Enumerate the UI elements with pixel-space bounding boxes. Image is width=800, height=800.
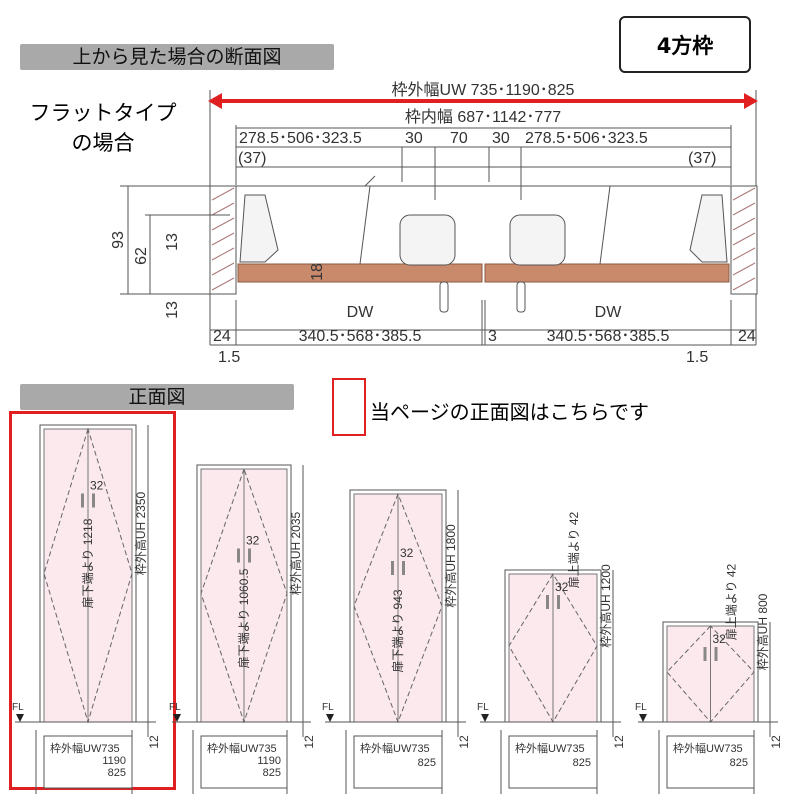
dim-12: 12	[612, 735, 626, 749]
handle-offset: 32	[246, 534, 260, 548]
width-value: 1190	[257, 755, 281, 767]
width-label: 枠外幅UW735	[673, 741, 743, 755]
handle-height: 扉下端より 943	[391, 589, 405, 672]
dim-1-5-left: 1.5	[218, 349, 240, 366]
paren-37-left: (37)	[238, 150, 266, 167]
width-value: 825	[730, 757, 748, 769]
floor-level-label: FL	[12, 702, 24, 713]
dim-12: 12	[457, 735, 471, 749]
handle-height: 扉上端より 42	[725, 563, 739, 640]
width-value: 825	[418, 757, 436, 769]
handle-icon	[402, 561, 405, 575]
inner-width-label: 枠内幅 687･1142･777	[405, 108, 561, 126]
width-label: 枠外幅UW735	[50, 741, 120, 755]
dim-12: 12	[769, 735, 783, 749]
width-label: 枠外幅UW735	[515, 741, 585, 755]
width-label-box	[43, 735, 133, 789]
dim-30a: 30	[405, 130, 423, 147]
section-header: 上から見た場合の断面図	[20, 44, 334, 70]
handle-icon	[391, 561, 394, 575]
handle-icon	[557, 595, 560, 609]
dim-24-right: 24	[738, 328, 756, 345]
dim-12: 12	[147, 735, 161, 749]
width-label-box	[353, 735, 443, 789]
dim-30b: 30	[492, 130, 510, 147]
handle-icon	[546, 595, 549, 609]
height-13a: 13	[164, 233, 181, 251]
width-label: 枠外幅UW735	[207, 741, 277, 755]
handle-offset: 32	[90, 479, 104, 493]
handle-offset: 32	[555, 580, 569, 594]
handle-icon	[81, 493, 84, 508]
handle-height: 扉上端より 42	[567, 511, 581, 588]
floor-level-marker-icon	[639, 714, 647, 722]
door-panel-right	[484, 263, 730, 283]
floor-level-marker-icon	[16, 714, 24, 722]
dim-24-left: 24	[213, 328, 231, 345]
legend-text: 当ページの正面図はこちらです	[370, 400, 649, 424]
front-view-header: 正面図	[20, 384, 294, 410]
dw-left: DW	[347, 304, 375, 321]
thickness-18: 18	[309, 263, 326, 281]
flat-type-label: フラットタイプ の場合	[18, 98, 188, 158]
floor-level-marker-icon	[326, 714, 334, 722]
floor-level-marker-icon	[481, 714, 489, 722]
height-label: 枠外高UH 1800	[443, 524, 458, 608]
floor-level-label: FL	[635, 702, 647, 713]
elevation-2: 枠外高UH 2035 32 扉下端より 1060.5FL 12 枠外幅UW7351190…	[169, 464, 316, 794]
outer-width-label: 枠外幅UW 735･1190･825	[392, 81, 575, 99]
height-13b: 13	[164, 301, 181, 319]
handle-offset: 32	[713, 632, 727, 646]
handle-height: 扉下端より 1218	[81, 518, 95, 608]
handle-height: 扉下端より 1060.5	[237, 568, 251, 668]
floor-level-label: FL	[477, 702, 489, 713]
handle-icon	[248, 548, 251, 563]
width-value: 825	[263, 767, 281, 779]
height-label: 枠外高UH 1200	[598, 564, 613, 648]
width-label-box	[508, 735, 598, 789]
legend-box	[332, 378, 366, 436]
dw-right-values: 340.5･568･385.5	[547, 328, 670, 345]
width-label: 枠外幅UW735	[360, 741, 430, 755]
frame-type-badge: 4方枠	[619, 16, 751, 73]
dim-1-5-right: 1.5	[686, 349, 708, 366]
dims-left: 278.5･506･323.5	[239, 130, 362, 147]
height-62: 62	[133, 247, 150, 265]
height-label: 枠外高UH 2035	[288, 511, 303, 595]
width-value: 1190	[102, 755, 126, 767]
floor-level-marker-icon	[173, 714, 181, 722]
section-view	[120, 90, 758, 346]
dims-right: 278.5･506･323.5	[525, 130, 648, 147]
height-label: 枠外高UH 2350	[133, 491, 148, 575]
handle-icon	[237, 548, 240, 563]
flat-type-line2: の場合	[71, 131, 135, 155]
height-label: 枠外高UH 800	[755, 593, 770, 670]
handle-icon	[703, 647, 707, 661]
dw-right: DW	[595, 304, 623, 321]
width-value: 825	[108, 767, 126, 779]
dim-70: 70	[450, 130, 468, 147]
floor-level-label: FL	[322, 702, 334, 713]
width-value: 825	[573, 757, 591, 769]
dw-left-values: 340.5･568･385.5	[299, 328, 422, 345]
paren-37-right: (37)	[688, 150, 716, 167]
handle-icon	[714, 647, 718, 661]
door-panel-left	[237, 263, 483, 283]
dim-3: 3	[488, 328, 497, 345]
handle-icon	[92, 493, 95, 508]
handle-offset: 32	[400, 546, 414, 560]
height-93: 93	[110, 231, 127, 249]
dim-12: 12	[302, 735, 316, 749]
floor-level-label: FL	[169, 702, 181, 713]
flat-type-line1: フラットタイプ	[29, 101, 177, 125]
